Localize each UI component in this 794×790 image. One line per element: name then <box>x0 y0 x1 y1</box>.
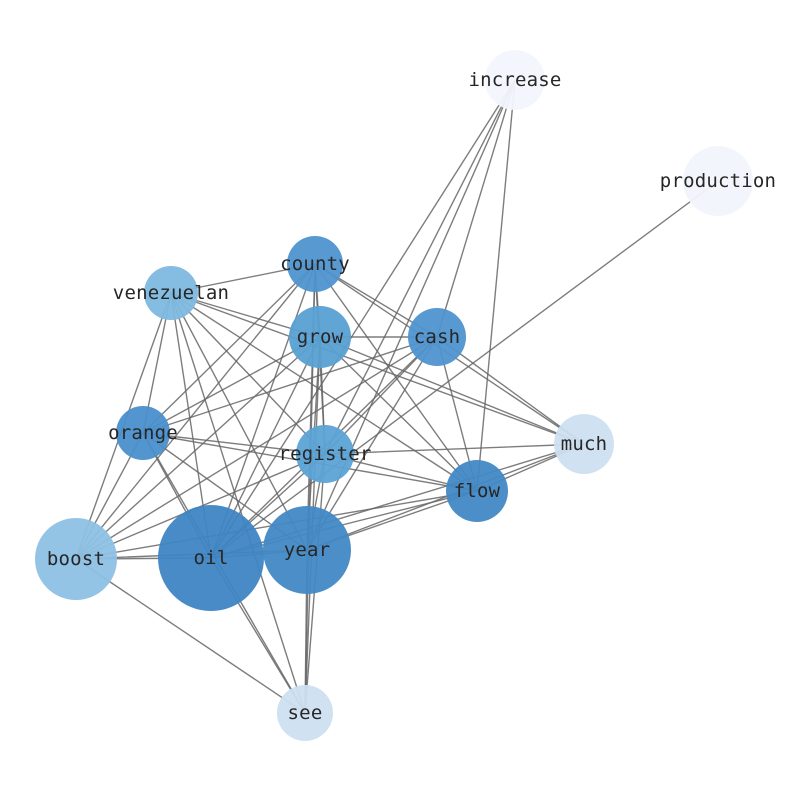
graph-edge <box>75 336 438 560</box>
graph-edge <box>436 336 585 445</box>
graph-node-venezuelan[interactable] <box>144 266 198 320</box>
graph-node-grow[interactable] <box>289 306 351 368</box>
graph-node-cash[interactable] <box>408 308 466 366</box>
graph-node-increase[interactable] <box>485 50 545 110</box>
graph-edge <box>210 79 516 559</box>
edge-layer <box>75 79 719 714</box>
graph-node-oil[interactable] <box>158 505 264 611</box>
graph-edge <box>210 180 719 559</box>
graph-node-orange[interactable] <box>116 406 170 460</box>
graph-node-much[interactable] <box>554 414 614 474</box>
graph-node-register[interactable] <box>296 425 354 483</box>
graph-edge <box>75 558 306 714</box>
graph-node-flow[interactable] <box>446 460 508 522</box>
graph-edge <box>324 443 585 455</box>
graph-edge <box>75 263 316 560</box>
graph-edge <box>170 292 326 455</box>
graph-edge <box>476 79 516 492</box>
graph-edge <box>324 79 516 455</box>
graph-edge <box>170 292 308 551</box>
node-layer <box>35 50 753 741</box>
graph-edge <box>75 336 321 560</box>
graph-edge <box>142 336 438 434</box>
graph-edge <box>319 336 585 445</box>
graph-edge <box>170 292 478 492</box>
graph-edge <box>436 79 516 338</box>
graph-edge <box>170 292 585 445</box>
graph-node-production[interactable] <box>683 146 753 216</box>
graph-node-year[interactable] <box>263 506 351 594</box>
graph-edge <box>142 432 326 455</box>
graph-node-county[interactable] <box>287 236 343 292</box>
graph-node-boost[interactable] <box>35 518 117 600</box>
graph-edge <box>319 336 478 492</box>
graph-edge <box>142 336 321 434</box>
graph-edge <box>142 263 316 434</box>
graph-node-see[interactable] <box>277 685 333 741</box>
